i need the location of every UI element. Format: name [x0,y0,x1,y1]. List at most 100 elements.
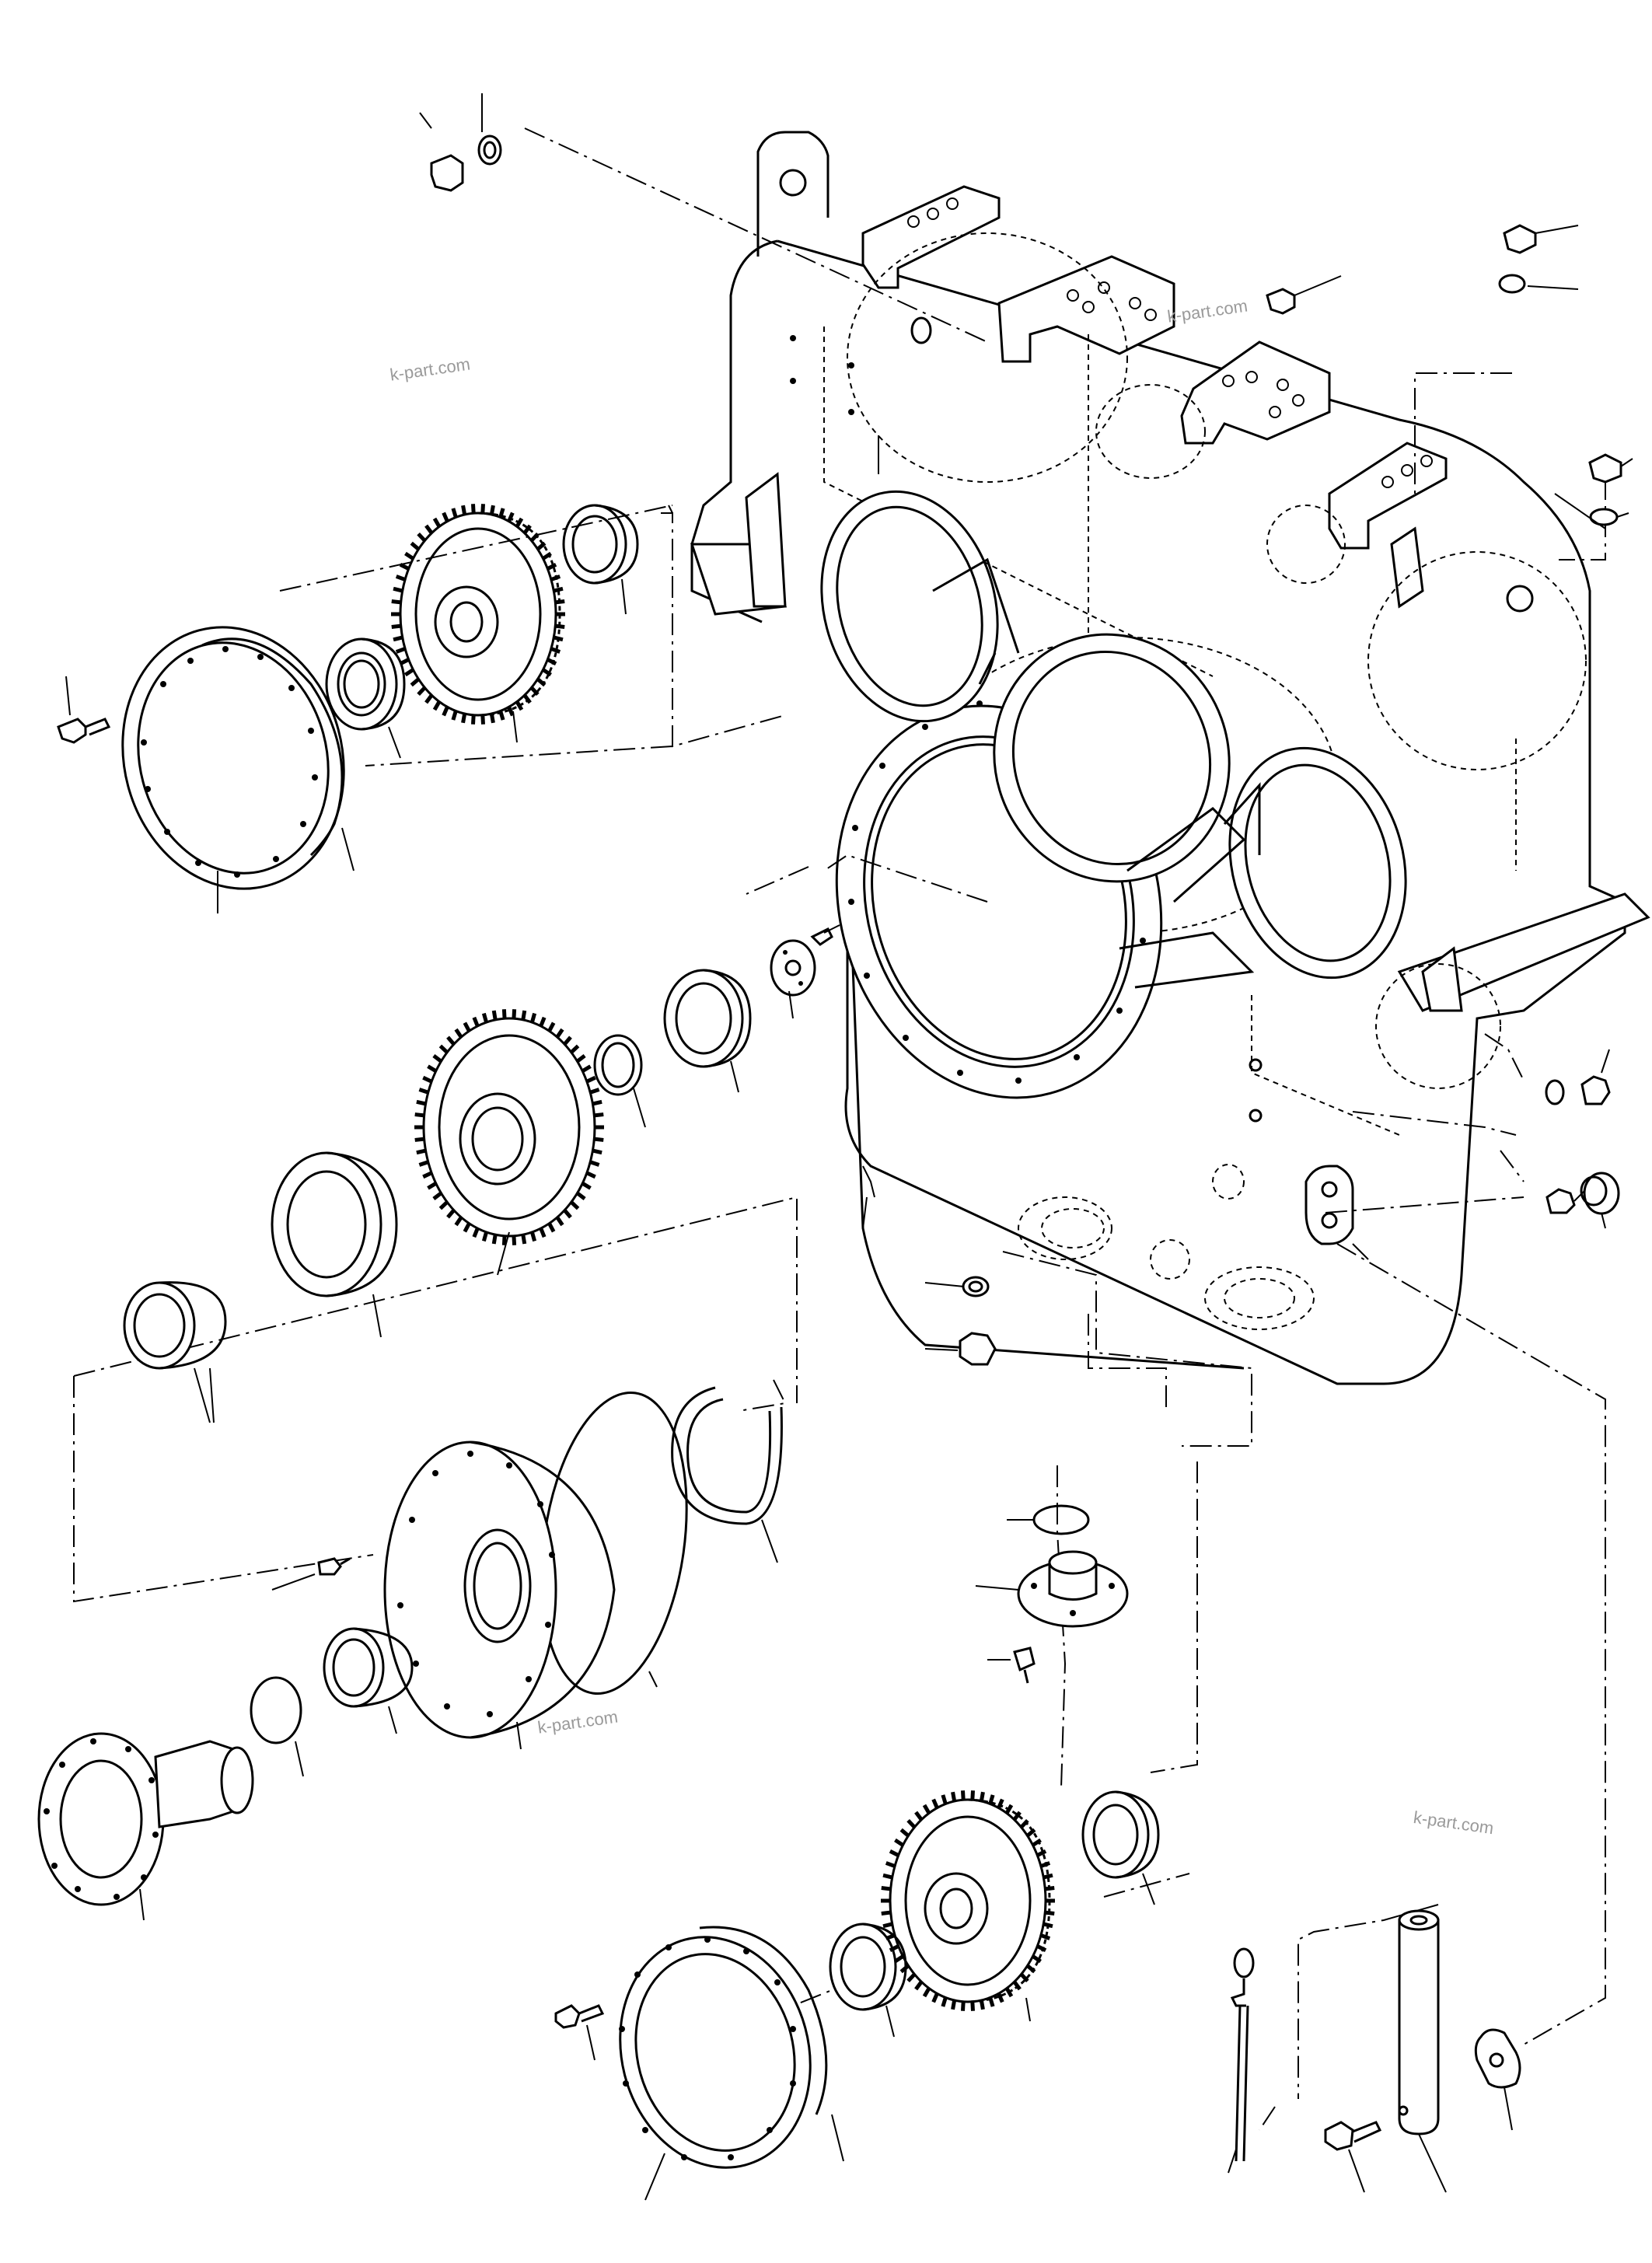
gear-tooth [395,647,406,654]
gear-tooth [581,1064,592,1073]
gear-tooth [594,1137,604,1142]
gear-tooth [461,713,467,724]
gear-tooth [432,517,442,528]
gear-tooth [416,1099,427,1106]
gear-tooth [410,677,421,687]
gear-tooth [899,1964,910,1974]
gear-tooth [960,1790,966,1800]
gear-tooth [1043,1873,1053,1880]
gear-tooth [951,1999,957,2010]
gear-tooth [418,1088,429,1095]
gear-tooth [581,1182,592,1190]
top-plug-assembly [419,93,502,192]
gear-tooth [472,1228,480,1238]
gear-tooth [1040,1933,1051,1940]
gear-tooth [894,1838,904,1847]
gear-tooth [906,1972,917,1983]
gear-tooth [889,1849,899,1857]
gear-tooth [547,563,557,571]
gear-tooth [507,706,515,717]
gear-tooth [1025,1964,1036,1974]
gear-tooth [979,1791,985,1802]
gear-tooth [576,1191,586,1200]
gear-tooth [997,1798,1004,1809]
assembly-centerlines [73,127,1606,2131]
gear-tooth [501,1009,507,1019]
gear-tooth [438,1200,449,1210]
gear-tooth [404,668,414,677]
gear-tooth [592,1099,602,1106]
gear-tooth [491,1010,498,1021]
upper-bearing-left [325,637,406,759]
gear-tooth [529,686,540,697]
gear-tooth [463,1222,471,1233]
gear-tooth [438,1044,449,1054]
gear-tooth [410,541,421,551]
gear-tooth [906,1818,917,1829]
right-top-plugs [1266,224,1633,529]
gear-tooth [550,647,561,654]
gear-tooth [393,586,403,593]
gear-tooth [542,551,552,561]
gear-tooth [427,1182,438,1190]
gear-tooth [951,1791,957,1802]
gear-tooth [536,677,547,687]
gear-tooth [391,623,401,629]
gear-tooth [424,524,434,535]
upper-left-cover [57,626,354,913]
gear-tooth [555,1028,564,1039]
gear-tooth [899,1828,910,1838]
gear-tooth [931,1992,939,2003]
gear-tooth [536,541,547,551]
gearbox-housing [690,131,1650,1385]
gear-teeth [414,1009,604,1245]
gear-tooth [576,1054,586,1063]
gear-tooth [931,1798,939,1809]
drain-plug-assembly [924,1276,1129,1684]
gear-teeth [391,504,565,725]
upper-bearing-right [279,504,673,767]
gear-tooth [416,1148,427,1155]
gear-tooth [885,1861,896,1868]
gear-tooth [414,1137,424,1142]
gear-tooth [432,700,442,711]
gear-tooth [422,1075,433,1084]
gear-tooth [481,1231,488,1242]
gear-tooth [424,693,434,704]
gear-tooth [501,1235,507,1245]
gear-tooth [427,1064,438,1073]
gear-tooth [1032,1838,1042,1847]
gear-tooth [555,1216,564,1227]
lower-left-assembly [37,1386,783,1921]
gear-tooth [522,693,532,704]
gear-tooth [894,1954,904,1964]
gear-tooth [480,504,486,514]
gear-tooth [521,1010,527,1021]
gear-tooth [491,1234,498,1245]
gear-tooth [1043,1922,1053,1929]
gear-tooth [446,1209,456,1219]
gear-tooth [589,1088,600,1095]
gear-tooth [550,574,561,581]
gear-tooth [1004,1804,1014,1814]
gear-tooth [539,1016,547,1027]
gear-tooth [592,1148,602,1155]
gear-tooth [563,1209,572,1219]
gear-tooth [941,1794,948,1805]
gear-tooth [547,1021,556,1032]
gear-tooth [914,1811,924,1821]
gear-tooth [1045,1886,1055,1891]
gear-tooth [542,668,552,677]
gear-tooth [1012,1980,1022,1991]
gear-tooth [521,1234,527,1245]
gear-tooth [1045,1910,1055,1916]
gear-tooth [404,551,414,561]
gear-tooth [422,1171,433,1179]
gear-tooth [563,1035,572,1046]
gear-tooth [570,1044,580,1054]
gear-tooth [1036,1849,1047,1857]
gear-tooth [454,1216,463,1227]
gear-tooth [922,1804,931,1814]
